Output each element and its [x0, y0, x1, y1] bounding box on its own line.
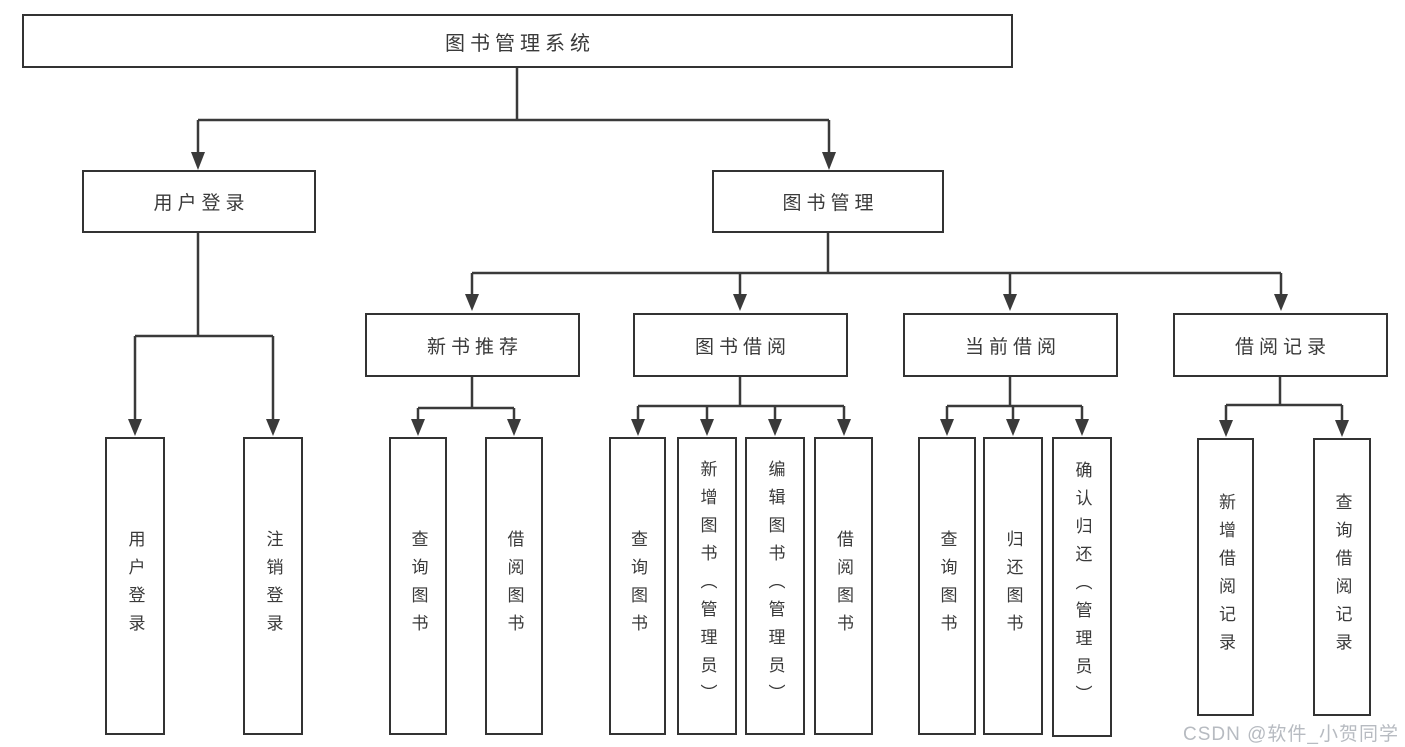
leaf-borrow-query-book: 查询图书: [609, 437, 666, 735]
leaf-current-return-book-label: 归还图书: [1003, 530, 1023, 642]
leaf-user-login-label: 用户登录: [125, 530, 145, 642]
leaf-records-query-record: 查询借阅记录: [1313, 438, 1371, 716]
node-borrow-records: 借阅记录: [1173, 313, 1388, 377]
node-root: 图书管理系统: [22, 14, 1013, 68]
leaf-current-query-book-label: 查询图书: [937, 530, 957, 642]
arrowhead-icon: [411, 419, 425, 436]
node-new-book-recommend-label: 新书推荐: [426, 336, 523, 358]
leaf-current-return-book: 归还图书: [983, 437, 1043, 735]
node-new-book-recommend: 新书推荐: [365, 313, 580, 377]
arrowhead-icon: [1335, 420, 1349, 437]
leaf-recommend-borrow-book-label: 借阅图书: [504, 530, 524, 642]
csdn-watermark: CSDN @软件_小贺同学: [1183, 724, 1399, 745]
arrowhead-icon: [266, 419, 280, 436]
node-book-management-label: 图书管理: [782, 193, 879, 214]
leaf-current-confirm-return: 确认归还（管理员）: [1052, 437, 1112, 737]
leaf-records-add-record-label: 新增借阅记录: [1216, 493, 1235, 661]
leaf-user-login: 用户登录: [105, 437, 165, 735]
arrowhead-icon: [465, 294, 479, 311]
node-borrow-records-label: 借阅记录: [1234, 336, 1331, 358]
leaf-borrow-add-book-label: 新增图书（管理员）: [697, 460, 717, 712]
leaf-records-add-record: 新增借阅记录: [1197, 438, 1254, 716]
leaf-borrow-edit-book-label: 编辑图书（管理员）: [765, 460, 785, 712]
arrowhead-icon: [191, 152, 205, 170]
connector-bookmgmt-to-level3: [470, 233, 1283, 296]
leaf-recommend-query-book: 查询图书: [389, 437, 447, 735]
arrowhead-icon: [822, 152, 836, 170]
node-user-login: 用户登录: [82, 170, 316, 233]
leaf-borrow-edit-book: 编辑图书（管理员）: [745, 437, 805, 735]
node-root-label: 图书管理系统: [445, 32, 595, 55]
arrowhead-icon: [700, 419, 714, 436]
node-current-borrow-label: 当前借阅: [964, 336, 1061, 358]
leaf-recommend-borrow-book: 借阅图书: [485, 437, 543, 735]
arrowhead-icon: [733, 294, 747, 311]
arrowheads: [128, 152, 1349, 437]
arrowhead-icon: [1274, 294, 1288, 311]
connector-records-to-leaves: [1224, 377, 1344, 421]
arrowhead-icon: [837, 419, 851, 436]
node-user-login-label: 用户登录: [153, 193, 250, 214]
leaf-logout-label: 注销登录: [263, 530, 283, 642]
arrowhead-icon: [1075, 419, 1089, 436]
arrowhead-icon: [1006, 419, 1020, 436]
node-book-borrow: 图书借阅: [633, 313, 848, 377]
arrowhead-icon: [507, 419, 521, 436]
connector-current-to-leaves: [945, 377, 1084, 421]
leaf-current-confirm-return-label: 确认归还（管理员）: [1072, 461, 1092, 713]
connector-recommend-to-leaves: [416, 377, 516, 421]
connector-userlogin-to-leaves: [133, 233, 275, 421]
arrowhead-icon: [768, 419, 782, 436]
leaf-borrow-borrow-book: 借阅图书: [814, 437, 873, 735]
leaf-current-query-book: 查询图书: [918, 437, 976, 735]
leaf-records-query-record-label: 查询借阅记录: [1332, 493, 1352, 661]
leaf-borrow-query-book-label: 查询图书: [628, 530, 647, 642]
arrowhead-icon: [1219, 420, 1233, 437]
leaf-logout: 注销登录: [243, 437, 303, 735]
arrowhead-icon: [940, 419, 954, 436]
leaf-recommend-query-book-label: 查询图书: [408, 530, 428, 642]
connector-borrow-to-leaves: [636, 377, 846, 421]
connector-root-to-level2: [196, 68, 831, 156]
arrowhead-icon: [631, 419, 645, 436]
leaf-borrow-add-book: 新增图书（管理员）: [677, 437, 737, 735]
node-current-borrow: 当前借阅: [903, 313, 1118, 377]
arrowhead-icon: [128, 419, 142, 436]
node-book-management: 图书管理: [712, 170, 944, 233]
arrowhead-icon: [1003, 294, 1017, 311]
leaf-borrow-borrow-book-label: 借阅图书: [834, 530, 853, 642]
node-book-borrow-label: 图书借阅: [694, 336, 791, 358]
